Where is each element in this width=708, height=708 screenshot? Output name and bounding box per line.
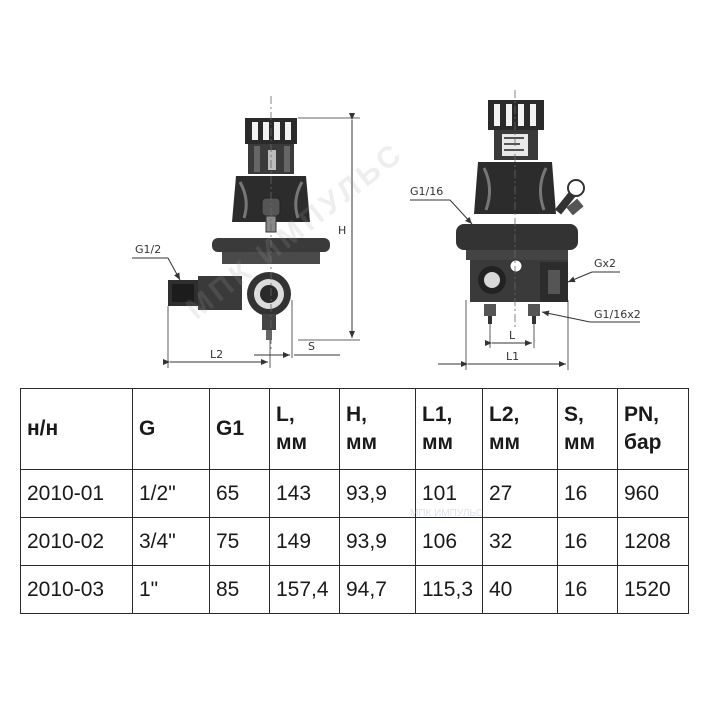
label-h: H xyxy=(338,224,346,237)
cell-g: 1" xyxy=(132,565,210,614)
cell-g1: 75 xyxy=(209,517,270,566)
label-l: L xyxy=(509,329,516,342)
table-row: 2010-02 3/4" 75 149 93,9 106 32 16 1208 xyxy=(20,517,689,566)
header-pn: PN,бар xyxy=(617,388,689,470)
label-s: S xyxy=(308,340,315,353)
specification-table: н/н G G1 L,мм H,мм L1,мм L2,мм S,мм PN,б… xyxy=(20,388,689,614)
header-g1: G1 xyxy=(209,388,270,470)
cell-h: 93,9 xyxy=(339,517,416,566)
label-g1-16x2: G1/16x2 xyxy=(594,308,641,321)
label-l1: L1 xyxy=(506,350,519,363)
table-header-row: н/н G G1 L,мм H,мм L1,мм L2,мм S,мм PN,б… xyxy=(20,388,689,470)
label-gx2: Gx2 xyxy=(594,257,616,270)
header-h: H,мм xyxy=(339,388,416,470)
cell-s: 16 xyxy=(557,517,618,566)
valve-front-view xyxy=(132,96,360,368)
cell-model: 2010-03 xyxy=(20,565,133,614)
cell-l1: 101 xyxy=(415,469,483,518)
cell-pn: 960 xyxy=(617,469,689,518)
cell-model: 2010-02 xyxy=(20,517,133,566)
header-g: G xyxy=(132,388,210,470)
cell-l2: 32 xyxy=(482,517,558,566)
label-g1-2: G1/2 xyxy=(135,243,161,256)
header-l1: L1,мм xyxy=(415,388,483,470)
header-nn: н/н xyxy=(20,388,133,470)
table-row: 2010-01 1/2" 65 143 93,9 101 27 16 960 xyxy=(20,469,689,518)
cell-l2: 27 xyxy=(482,469,558,518)
header-l2: L2,мм xyxy=(482,388,558,470)
cell-g1: 65 xyxy=(209,469,270,518)
header-s: S,мм xyxy=(557,388,618,470)
cell-s: 16 xyxy=(557,565,618,614)
cell-model: 2010-01 xyxy=(20,469,133,518)
cell-g: 1/2" xyxy=(132,469,210,518)
cell-l1: 106 xyxy=(415,517,483,566)
cell-g1: 85 xyxy=(209,565,270,614)
cell-h: 94,7 xyxy=(339,565,416,614)
technical-drawing: G1/2 L2 S H xyxy=(132,90,641,370)
cell-pn: 1208 xyxy=(617,517,689,566)
cell-l: 157,4 xyxy=(269,565,340,614)
cell-pn: 1520 xyxy=(617,565,689,614)
cell-l1: 115,3 xyxy=(415,565,483,614)
table-row: 2010-03 1" 85 157,4 94,7 115,3 40 16 152… xyxy=(20,565,689,614)
cell-g: 3/4" xyxy=(132,517,210,566)
cell-l: 149 xyxy=(269,517,340,566)
label-g1-16: G1/16 xyxy=(410,185,443,198)
cell-l2: 40 xyxy=(482,565,558,614)
cell-l: 143 xyxy=(269,469,340,518)
header-l: L,мм xyxy=(269,388,340,470)
label-l2: L2 xyxy=(210,348,223,361)
valve-side-view xyxy=(410,90,640,370)
cell-h: 93,9 xyxy=(339,469,416,518)
cell-s: 16 xyxy=(557,469,618,518)
